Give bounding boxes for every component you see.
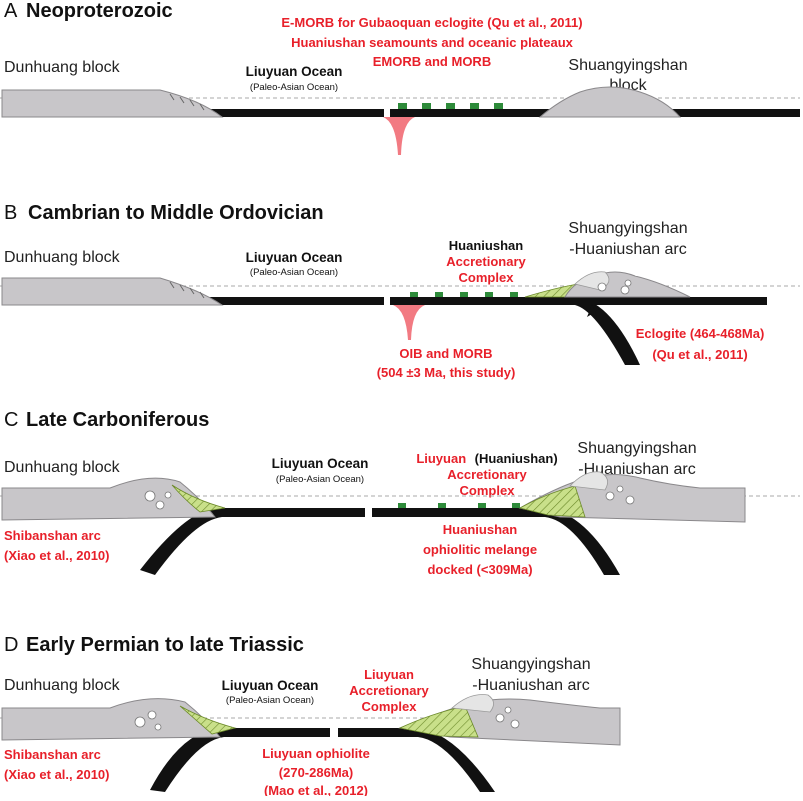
panel-b-eclogite-label-2: (Qu et al., 2011) (652, 347, 747, 362)
panel-c-ophiolite-label-3: docked (<309Ma) (427, 562, 532, 577)
panel-a-fault-ticks (169, 93, 205, 111)
panel-a: A Neoproterozoic E-MORB for Gubaoquan ec… (0, 0, 800, 155)
panel-d: D Early Permian to late Triassic Shuangy… (0, 634, 621, 798)
panel-a-shuangyingshan-block (538, 86, 682, 118)
panel-b-left-block-label: Dunhuang block (4, 249, 121, 266)
panel-b-slab-left (200, 297, 384, 305)
panel-d-dunhuang-block (1, 698, 222, 741)
panel-b-eclogite-star-icon (585, 304, 599, 317)
panel-b-ocean-label: Liuyuan Ocean (246, 250, 343, 265)
panel-c-left-plutons (144, 490, 172, 510)
panel-d-right-label-1: Shuangyingshan (471, 656, 590, 673)
panel-c: C Late Carboniferous Shuangyingshan -Hua… (0, 409, 800, 577)
panel-c-arc-volcanics (569, 471, 608, 491)
panel-d-ocean-sublabel: (Paleo-Asian Ocean) (226, 695, 314, 706)
panel-c-complex-label-2: Accretionary (447, 467, 527, 482)
panel-a-ocean-label: Liuyuan Ocean (246, 64, 343, 79)
panel-b-subducting-slab (390, 297, 640, 365)
panel-b-complex-label-3: Complex (459, 270, 515, 285)
panel-b-fault-ticks (169, 281, 205, 299)
panel-d-left-block-label: Dunhuang block (4, 677, 121, 694)
panel-a-left-block-label: Dunhuang block (4, 59, 121, 76)
panel-b-complex-label-1: Huaniushan (449, 238, 523, 253)
panel-d-left-accretionary-wedge (179, 705, 237, 735)
panel-c-seamounts (398, 503, 520, 508)
panel-c-ophiolite-label-1: Huaniushan (443, 522, 517, 537)
panel-b-slab-right (575, 297, 767, 305)
panel-c-arc-label-2: (Xiao et al., 2010) (4, 548, 110, 563)
panel-b: B Cambrian to Middle Ordovician Shuangyi… (0, 202, 800, 380)
panel-b-title: Cambrian to Middle Ordovician (28, 202, 324, 224)
panel-c-slab-right (372, 508, 620, 575)
panel-d-slab-left (150, 728, 330, 792)
panel-a-slab-left (200, 109, 384, 117)
panel-c-slab-left (140, 508, 365, 575)
panel-c-ocean-label: Liuyuan Ocean (272, 456, 369, 471)
panel-d-right-plutons (495, 706, 520, 729)
panel-b-ocean-sublabel: (Paleo-Asian Ocean) (250, 267, 338, 278)
panel-d-title: Early Permian to late Triassic (26, 634, 304, 656)
panel-c-left-accretionary-wedge (171, 484, 226, 513)
panel-c-dunhuang-block (1, 477, 217, 521)
panel-d-slab-right (338, 728, 495, 792)
panel-b-eclogite-label-1: Eclogite (464-468Ma) (636, 326, 765, 341)
panel-d-complex-label-3: Complex (362, 699, 418, 714)
panel-a-title: Neoproterozoic (26, 0, 173, 22)
panel-c-left-block-label: Dunhuang block (4, 459, 121, 476)
panel-c-title: Late Carboniferous (26, 409, 209, 431)
panel-c-complex-black: (Huaniushan) (475, 451, 558, 466)
panel-b-complex-label-2: Accretionary (446, 254, 526, 269)
panel-c-right-label-2: -Huaniushan arc (578, 461, 695, 478)
panel-b-right-label-2: -Huaniushan arc (569, 241, 686, 258)
panel-c-ophiolite-label-2: ophiolitic melange (423, 542, 537, 557)
panel-d-right-accretionary-wedge (398, 705, 479, 738)
panel-c-complex-label-1: Liuyuan (Huaniushan) (416, 450, 557, 467)
panel-d-arc-label-1: Shibanshan arc (4, 747, 101, 762)
panel-d-ocean-label: Liuyuan Ocean (222, 678, 319, 693)
panel-a-red-line-3: EMORB and MORB (373, 54, 491, 69)
panel-c-arc-label-1: Shibanshan arc (4, 528, 101, 543)
panel-a-right-block-label-1: Shuangyingshan (568, 57, 687, 74)
panel-d-letter: D (4, 634, 18, 656)
panel-a-seamounts (398, 103, 503, 109)
panel-a-red-line-2: Huaniushan seamounts and oceanic plateau… (291, 35, 574, 50)
panel-b-plutons (597, 279, 632, 295)
panel-a-red-line-1: E-MORB for Gubaoquan eclogite (Qu et al.… (281, 15, 582, 30)
panel-d-ophiolite-label-2: (270-286Ma) (279, 765, 353, 780)
panel-c-right-label-1: Shuangyingshan (577, 440, 696, 457)
panel-a-dunhuang-block (1, 89, 224, 118)
panel-c-right-accretionary-wedge (518, 485, 586, 518)
panel-b-oib-label-2: (504 ±3 Ma, this study) (377, 365, 516, 380)
panel-d-ophiolite-label-3: (Mao et al., 2012) (264, 783, 368, 796)
panel-b-mantle-plume (393, 305, 425, 340)
panel-b-seamounts (410, 292, 518, 297)
panel-d-left-plutons (134, 710, 162, 731)
panel-b-dunhuang-block (1, 277, 224, 306)
panel-a-ocean-sublabel: (Paleo-Asian Ocean) (250, 82, 338, 93)
panel-a-mantle-plume (383, 117, 415, 155)
panel-b-right-label-1: Shuangyingshan (568, 220, 687, 237)
panel-c-complex-red: Liuyuan (416, 451, 466, 466)
panel-c-right-plutons (605, 485, 635, 505)
panel-d-arc-volcanics (451, 694, 494, 713)
panel-b-letter: B (4, 202, 17, 224)
panel-d-right-label-2: -Huaniushan arc (472, 677, 589, 694)
panel-d-complex-label-2: Accretionary (349, 683, 429, 698)
panel-b-oib-label-1: OIB and MORB (399, 346, 492, 361)
panel-d-ophiolite-label-1: Liuyuan ophiolite (262, 746, 370, 761)
panel-a-letter: A (4, 0, 18, 22)
panel-c-ocean-sublabel: (Paleo-Asian Ocean) (276, 474, 364, 485)
panel-c-complex-label-3: Complex (460, 483, 516, 498)
panel-c-letter: C (4, 409, 18, 431)
panel-d-arc-label-2: (Xiao et al., 2010) (4, 767, 110, 782)
panel-d-complex-label-1: Liuyuan (364, 667, 414, 682)
